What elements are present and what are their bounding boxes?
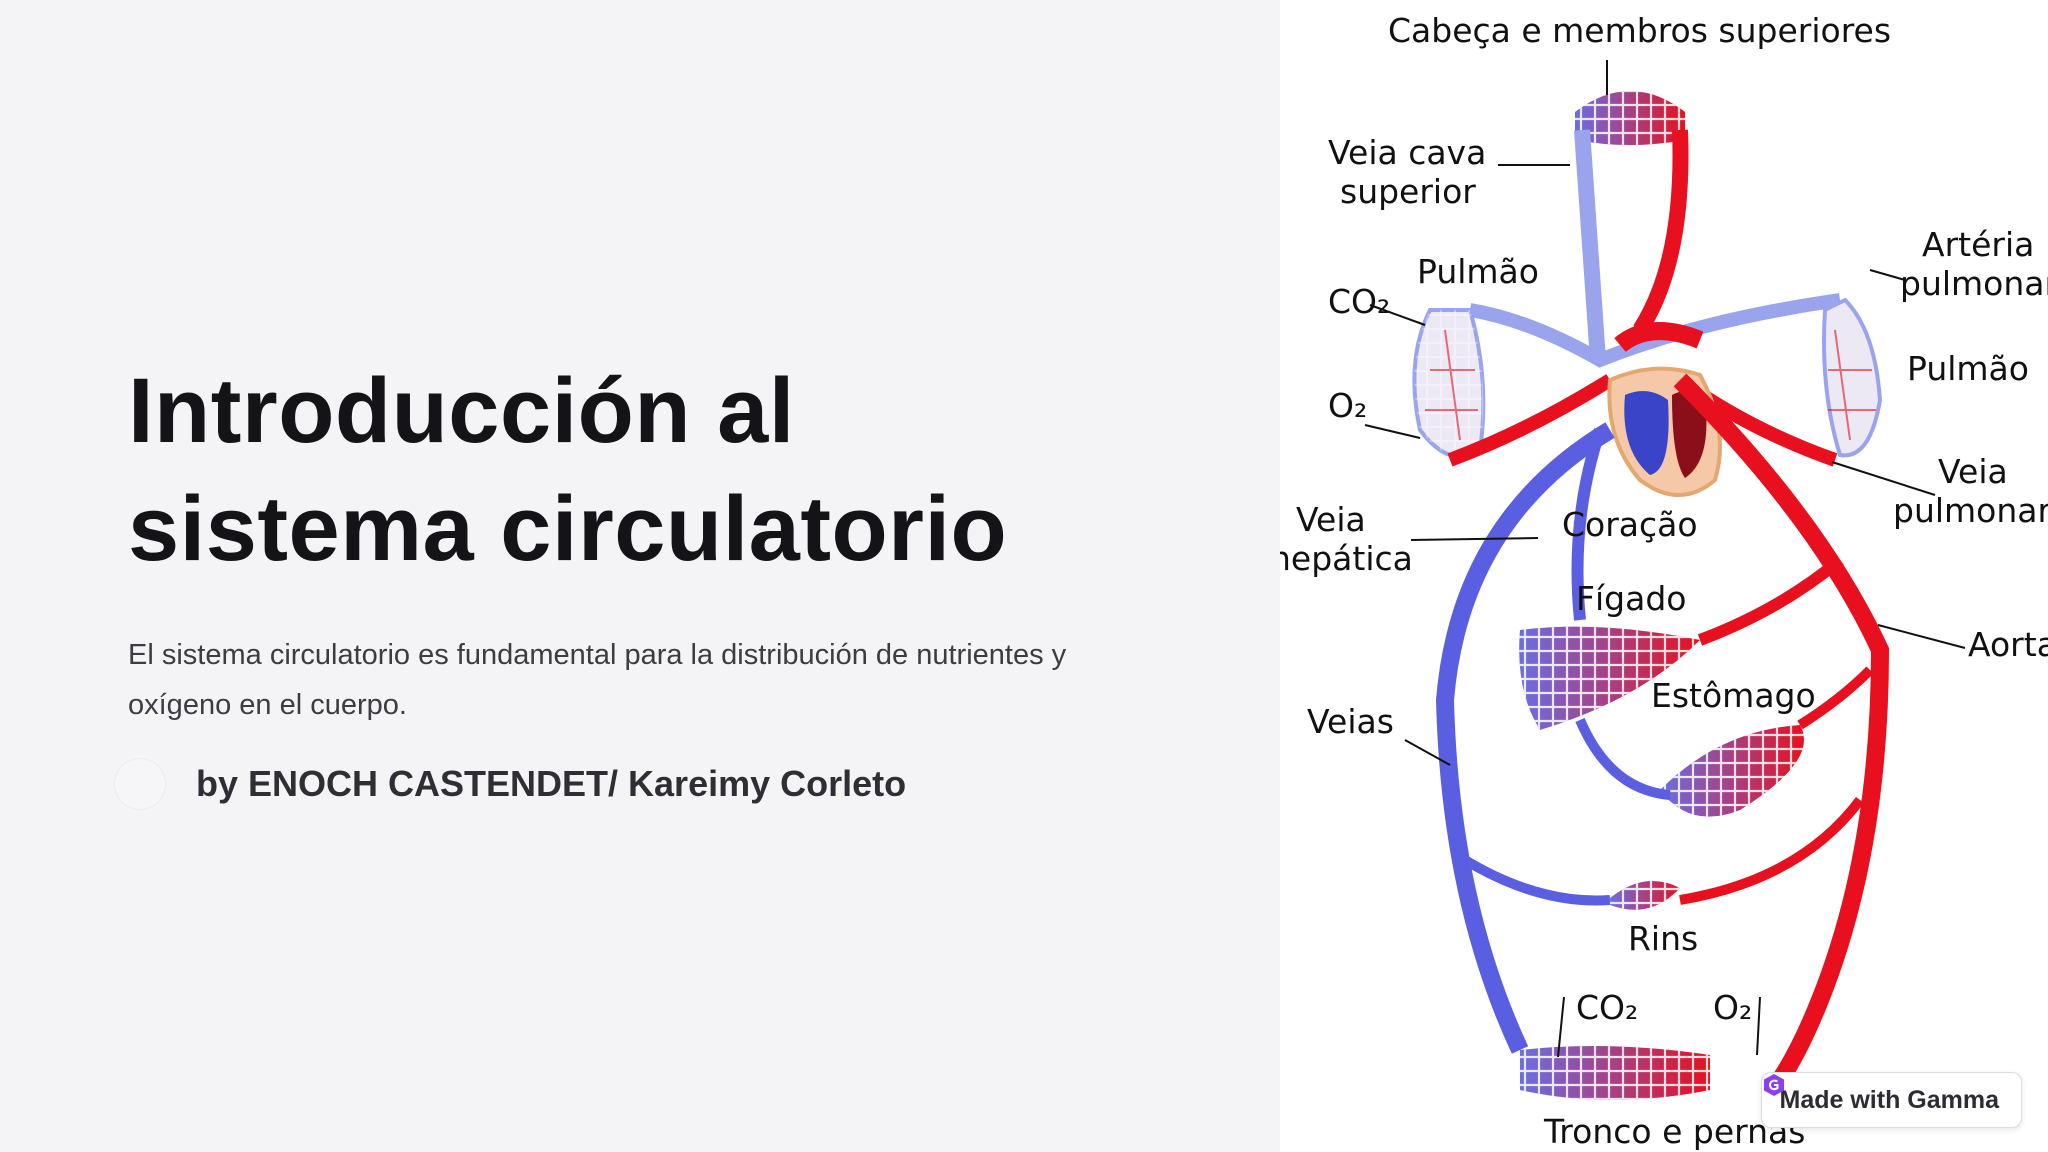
label-kidneys: Rins — [1628, 919, 1698, 958]
gamma-logo-icon — [1762, 1073, 1786, 1097]
label-co2-left: CO₂ — [1328, 282, 1390, 321]
label-co2-bottom: CO₂ — [1576, 988, 1638, 1027]
label-lung-left: Pulmão — [1417, 252, 1539, 291]
trunk-legs-capillary-bed — [1520, 1046, 1710, 1100]
head-capillary-bed — [1575, 60, 1685, 145]
left-lung — [1414, 310, 1483, 457]
author-byline: by ENOCH CASTENDET/ Kareimy Corleto — [114, 756, 906, 812]
label-veins: Veias — [1307, 702, 1394, 741]
label-stomach: Estômago — [1651, 676, 1816, 715]
circulatory-diagram: Cabeça e membros superiores Veia cava su… — [1280, 0, 2048, 1152]
label-pulmonary-vein-1: Veia — [1938, 452, 2008, 491]
label-heart: Coração — [1562, 505, 1698, 544]
label-vena-cava-2: superior — [1340, 172, 1476, 211]
slide-title: Introducción al sistema circulatorio — [128, 352, 1128, 588]
title-panel: Introducción al sistema circulatorio El … — [0, 0, 1280, 1152]
right-lung — [1824, 300, 1880, 455]
avatar — [114, 758, 166, 810]
label-hepatic-1: Veia — [1296, 500, 1366, 539]
kidneys — [1465, 800, 1860, 910]
label-pulmonary-artery-2: pulmonar — [1900, 264, 2048, 303]
label-vena-cava-1: Veia cava — [1328, 133, 1486, 172]
label-lung-right: Pulmão — [1907, 349, 2029, 388]
label-head: Cabeça e membros superiores — [1388, 11, 1891, 50]
artery-to-head — [1640, 130, 1681, 330]
slide-title-line-2: sistema circulatorio — [128, 478, 1007, 580]
slide-title-line-1: Introducción al — [128, 360, 795, 462]
label-pulmonary-vein-2: pulmonar — [1893, 491, 2048, 530]
slide-subtitle: El sistema circulatorio es fundamental p… — [128, 630, 1168, 730]
circulatory-diagram-panel: Cabeça e membros superiores Veia cava su… — [1280, 0, 2048, 1152]
superior-vena-cava — [1582, 130, 1598, 360]
made-with-gamma-badge[interactable]: Made with Gamma — [1761, 1072, 2023, 1128]
author-name: by ENOCH CASTENDET/ Kareimy Corleto — [196, 763, 906, 805]
label-liver: Fígado — [1576, 579, 1686, 618]
label-pulmonary-artery-1: Artéria — [1922, 225, 2034, 264]
label-o2-left: O₂ — [1328, 386, 1367, 425]
made-with-gamma-label: Made with Gamma — [1780, 1086, 2000, 1115]
label-hepatic-2: hepática — [1280, 539, 1413, 578]
label-aorta: Aorta — [1968, 625, 2048, 664]
label-o2-bottom: O₂ — [1713, 988, 1752, 1027]
